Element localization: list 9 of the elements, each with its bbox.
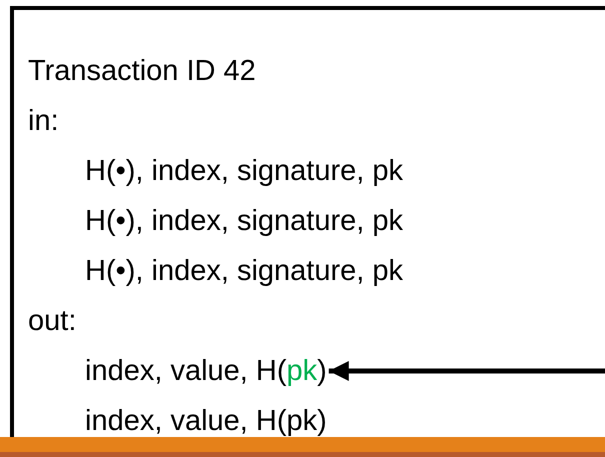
arrow — [328, 361, 605, 381]
text-line: Transaction ID 42 — [28, 54, 256, 89]
text-line: in: — [28, 104, 59, 139]
text-line: H(•), index, signature, pk — [85, 204, 404, 239]
text-line: H(•), index, signature, pk — [85, 254, 404, 289]
text-line: H(•), index, signature, pk — [85, 154, 404, 189]
text-line: out: — [28, 304, 76, 339]
output-line: index, value, H(pk) — [85, 346, 327, 396]
text-line: index, value, H(pk) — [85, 404, 327, 439]
